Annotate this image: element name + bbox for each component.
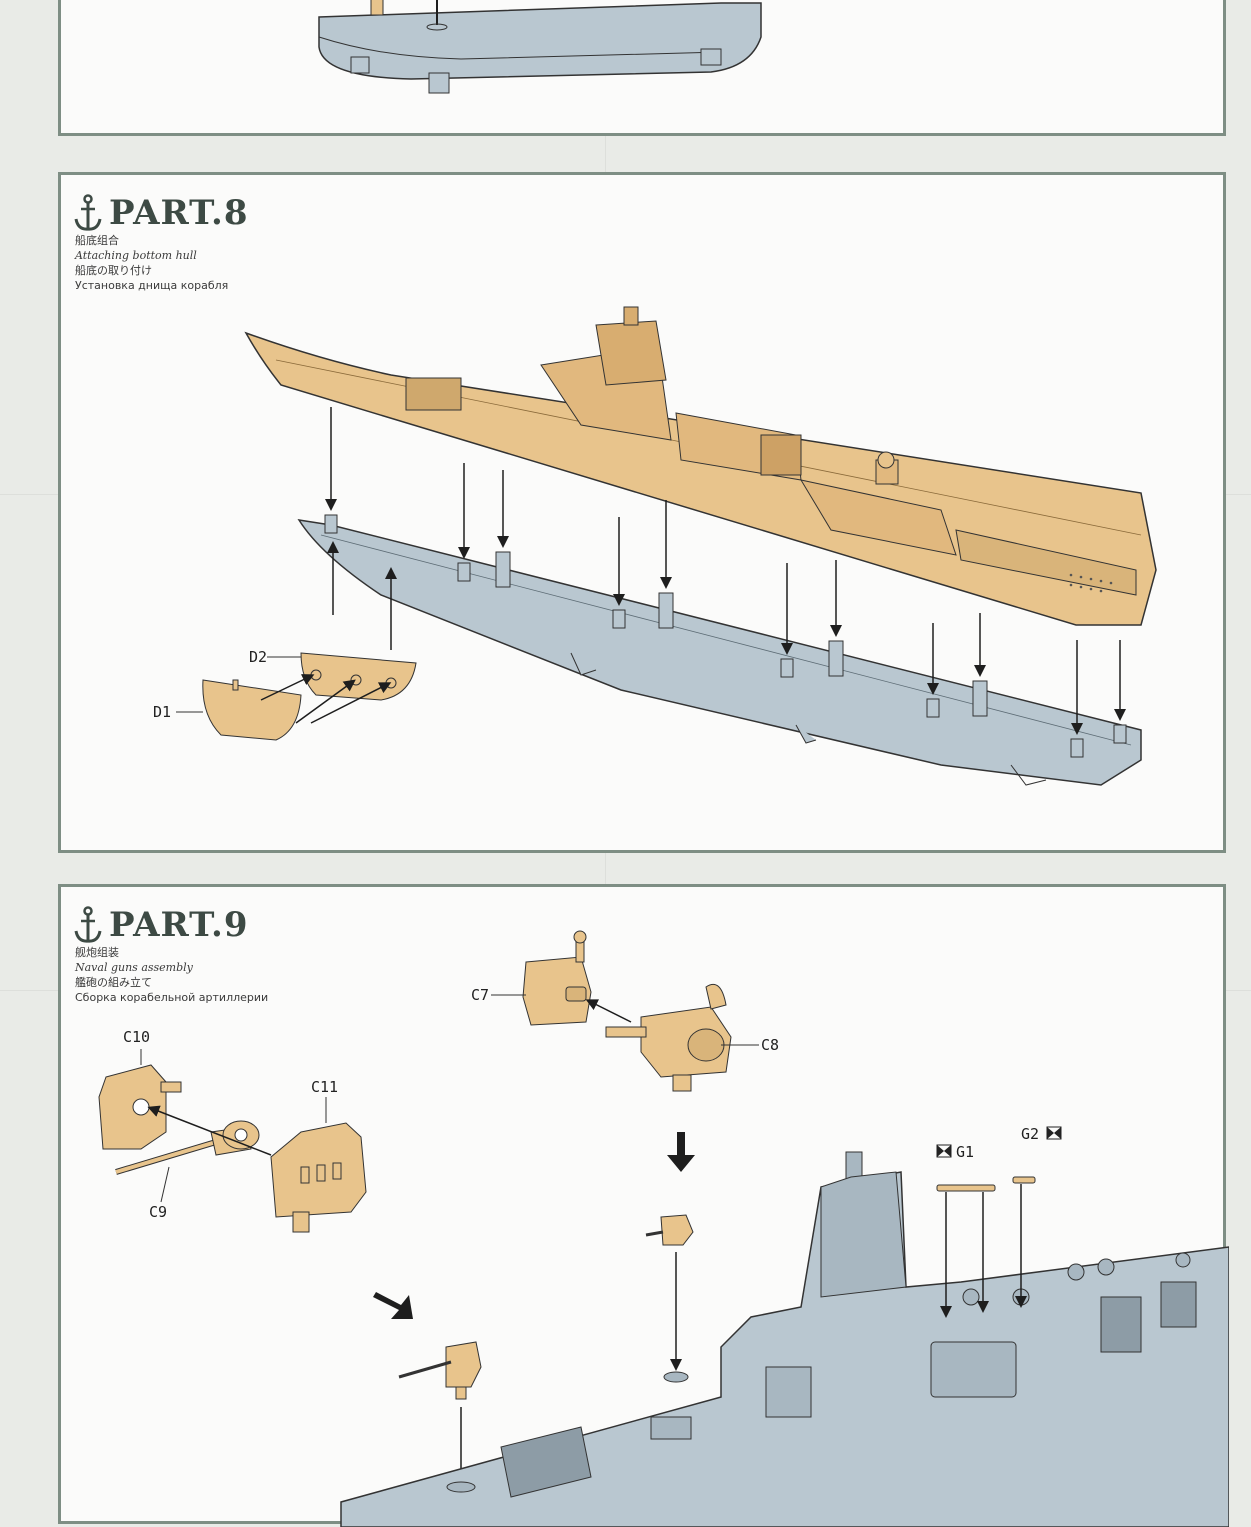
bottom-hull-assembly-illustration: D2 D1	[153, 306, 1157, 786]
anchor-icon	[74, 194, 102, 231]
part8-title: PART.8	[109, 193, 249, 233]
part-d1	[202, 679, 302, 741]
label-c10: C10	[123, 1028, 150, 1046]
flag-icon	[1046, 1126, 1062, 1140]
label-g2: G2	[1021, 1125, 1039, 1143]
upper-hull	[244, 306, 1157, 626]
part8-heading: PART.8 船底组合 Attaching bottom hull 船底の取り付…	[73, 193, 249, 293]
ship-superstructure	[340, 1151, 1229, 1527]
assembly-arrows	[325, 407, 1126, 735]
assembled-turret-c	[398, 1341, 482, 1400]
label-c8: C8	[761, 1036, 779, 1054]
hull-posts	[324, 514, 1127, 758]
part-c11	[270, 1122, 367, 1233]
part-d2	[300, 652, 417, 701]
part9-subtitle-ru: Сборка корабельной артиллерии	[75, 991, 269, 1004]
anchor-icon	[74, 906, 102, 943]
part8-subtitle-zh: 船底组合	[75, 234, 119, 247]
part8-subtitle-ru: Установка днища корабля	[75, 279, 229, 292]
part-c7	[522, 930, 592, 1026]
part-c8	[605, 983, 732, 1092]
assembled-turret-b	[645, 1214, 694, 1246]
part9-subtitle-en: Naval guns assembly	[75, 961, 193, 974]
part-d-arrows	[260, 674, 392, 724]
hull-stand-illustration	[318, 0, 762, 94]
label-c9: C9	[149, 1203, 167, 1221]
part-g2	[1012, 1176, 1036, 1184]
label-c11: C11	[311, 1078, 338, 1096]
flag-icon	[936, 1144, 952, 1158]
part9-subtitle-ja: 艦砲の組み立て	[75, 976, 152, 989]
label-c7: C7	[471, 986, 489, 1004]
part9-heading: PART.9 舰炮组装 Naval guns assembly 艦砲の組み立て …	[73, 905, 268, 1005]
down-arrow-icon	[667, 1132, 695, 1172]
naval-guns-assembly-illustration: C7 C8 C10 C9	[98, 930, 1229, 1527]
part9-title: PART.9	[109, 905, 249, 945]
part-c10	[98, 1064, 182, 1150]
part9-panel: PART.9 舰炮组装 Naval guns assembly 艦砲の組み立て …	[58, 884, 1229, 1527]
part-g1	[936, 1184, 996, 1192]
part-c9	[115, 1120, 260, 1175]
part-g-arrows	[940, 1184, 1027, 1318]
part8-subtitle-en: Attaching bottom hull	[75, 249, 197, 262]
part9-subtitle-zh: 舰炮组装	[75, 946, 119, 959]
label-g1: G1	[956, 1143, 974, 1161]
part8-panel: PART.8 船底组合 Attaching bottom hull 船底の取り付…	[58, 172, 1226, 853]
label-d1: D1	[153, 703, 171, 721]
down-right-arrow-icon	[373, 1292, 413, 1319]
label-d2: D2	[249, 648, 267, 666]
previous-step-panel	[58, 0, 1226, 136]
part8-subtitle-ja: 船底の取り付け	[75, 264, 152, 277]
